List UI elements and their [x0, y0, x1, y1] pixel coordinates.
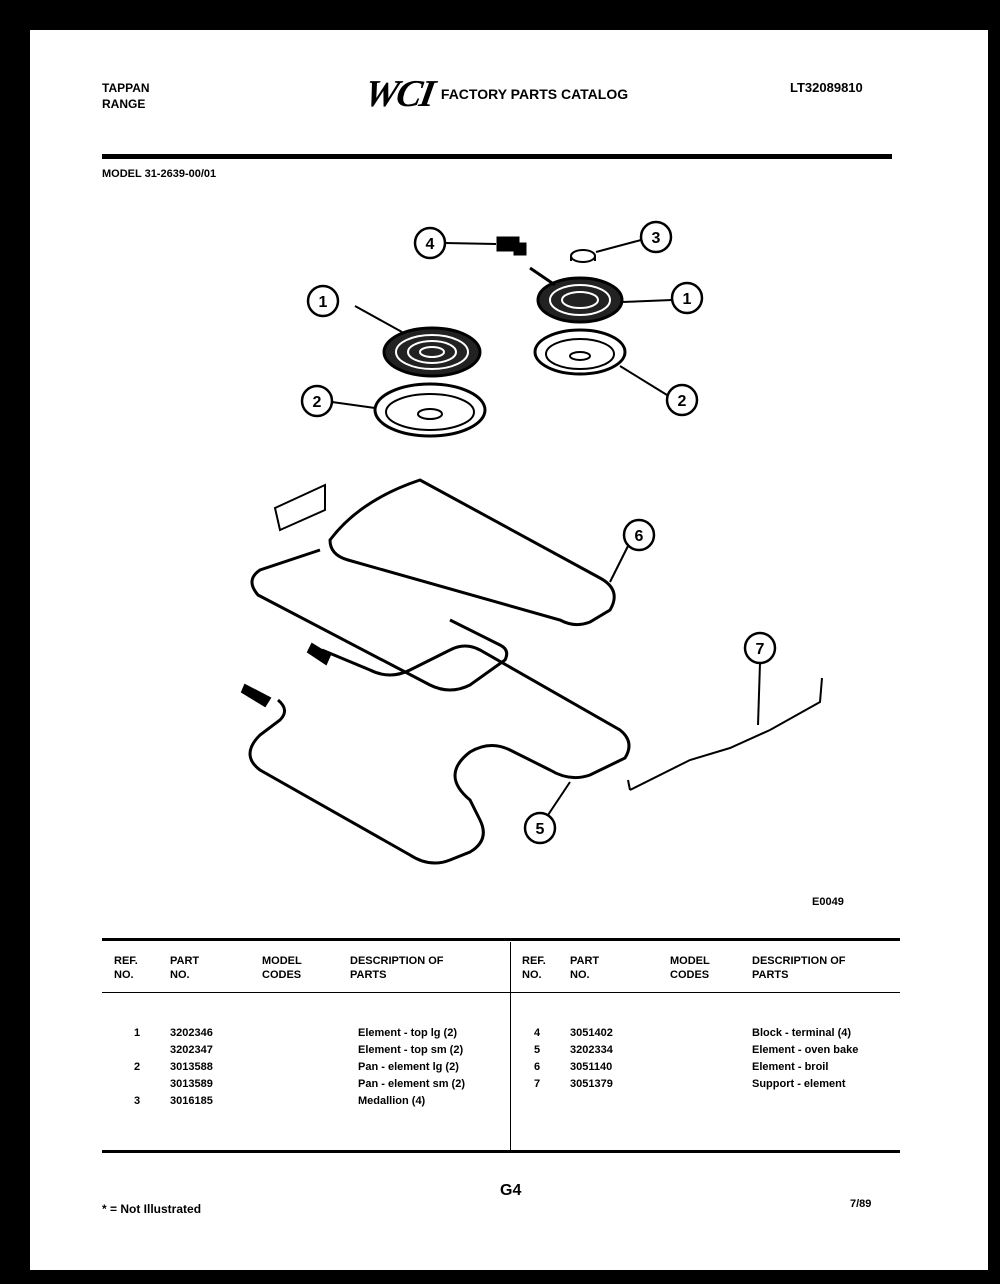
left-row-3-desc: Pan - element lg (2): [358, 1061, 459, 1073]
header-ref-right: REF. NO.: [522, 955, 546, 981]
header-rule: [102, 154, 892, 159]
right-row-2-desc: Element - oven bake: [752, 1044, 859, 1056]
left-row-2-part: 3202347: [170, 1044, 213, 1056]
right-row-1-part: 3051402: [570, 1027, 613, 1039]
svg-text:4: 4: [426, 236, 435, 253]
left-row-4-desc: Pan - element sm (2): [358, 1078, 465, 1090]
not-illustrated-note: * = Not Illustrated: [102, 1202, 202, 1216]
callout-1-left: 1: [306, 284, 340, 318]
callout-2-left: 2: [300, 384, 376, 418]
table-column-divider: [510, 942, 511, 1150]
callout-1-right: 1: [621, 281, 704, 315]
catalog-number: LT32089810: [790, 80, 863, 95]
product-type: RANGE: [102, 97, 146, 111]
right-row-4-part: 3051379: [570, 1078, 613, 1090]
table-top-rule: [102, 938, 900, 941]
diagram-code: E0049: [812, 896, 844, 908]
header-model-codes-right: MODEL CODES: [670, 955, 710, 981]
brand-block: TAPPAN RANGE: [102, 80, 150, 112]
svg-text:3: 3: [652, 230, 661, 247]
left-row-3-part: 3013588: [170, 1061, 213, 1073]
right-row-1-desc: Block - terminal (4): [752, 1027, 852, 1039]
callout-7: 7: [743, 631, 777, 726]
header-ref-left: REF. NO.: [114, 955, 138, 981]
left-row-4-part: 3013589: [170, 1078, 213, 1090]
revision-date: 7/89: [850, 1198, 872, 1210]
callout-6: 6: [609, 518, 656, 583]
right-row-2-ref: 5: [534, 1044, 541, 1056]
table-header-rule: [102, 992, 900, 993]
left-row-5-part: 3016185: [170, 1095, 213, 1107]
catalog-title: FACTORY PARTS CATALOG: [440, 86, 629, 102]
left-row-2-desc: Element - top sm (2): [358, 1044, 464, 1056]
header-part-left: PART NO.: [170, 955, 200, 981]
terminal-block: [496, 236, 527, 256]
svg-text:1: 1: [319, 294, 328, 311]
left-row-5-desc: Medallion (4): [358, 1095, 426, 1107]
header-model-codes-left: MODEL CODES: [262, 955, 302, 981]
left-row-1-part: 3202346: [170, 1027, 213, 1039]
right-row-2-part: 3202334: [570, 1044, 613, 1056]
medallion: [570, 249, 596, 263]
bake-element: [240, 642, 631, 865]
right-row-1-ref: 4: [534, 1027, 541, 1039]
drip-pan-small: [533, 328, 627, 376]
callout-2-right: 2: [619, 365, 699, 417]
surface-element-large: [354, 305, 482, 378]
left-row-1-desc: Element - top lg (2): [358, 1027, 457, 1039]
callout-4: 4: [413, 226, 497, 260]
left-row-5-ref: 3: [134, 1095, 141, 1107]
callout-5: 5: [523, 781, 571, 845]
header-part-right: PART NO.: [570, 955, 600, 981]
brand-name: TAPPAN: [102, 81, 150, 95]
header-description-right: DESCRIPTION OF PARTS: [752, 955, 846, 981]
element-support: [627, 677, 823, 791]
model-number: MODEL 31-2639-00/01: [102, 168, 217, 180]
left-row-3-ref: 2: [134, 1061, 141, 1073]
header-description-left: DESCRIPTION OF PARTS: [350, 955, 444, 981]
right-row-4-desc: Support - element: [752, 1078, 846, 1090]
right-row-3-part: 3051140: [570, 1061, 613, 1073]
exploded-parts-diagram: 1 1 2 2 3: [240, 220, 823, 865]
right-row-3-ref: 6: [534, 1061, 541, 1073]
svg-text:5: 5: [536, 821, 545, 838]
catalog-sheet: TAPPAN RANGE WCI FACTORY PARTS CATALOG L…: [30, 30, 988, 1270]
svg-text:2: 2: [313, 394, 322, 411]
svg-text:2: 2: [678, 393, 687, 410]
catalog-title-block: WCI FACTORY PARTS CATALOG: [361, 72, 629, 116]
right-row-4-ref: 7: [534, 1078, 541, 1090]
table-bottom-rule: [102, 1150, 900, 1153]
svg-text:1: 1: [683, 291, 692, 308]
svg-text:6: 6: [635, 528, 644, 545]
surface-element-small: [529, 266, 624, 324]
broil-element: [250, 478, 616, 692]
right-row-3-desc: Element - broil: [752, 1061, 829, 1073]
left-row-1-ref: 1: [134, 1027, 141, 1039]
callout-3: 3: [595, 220, 673, 254]
drip-pan-large: [373, 382, 487, 438]
svg-text:7: 7: [756, 641, 765, 658]
page-number: G4: [500, 1182, 522, 1199]
